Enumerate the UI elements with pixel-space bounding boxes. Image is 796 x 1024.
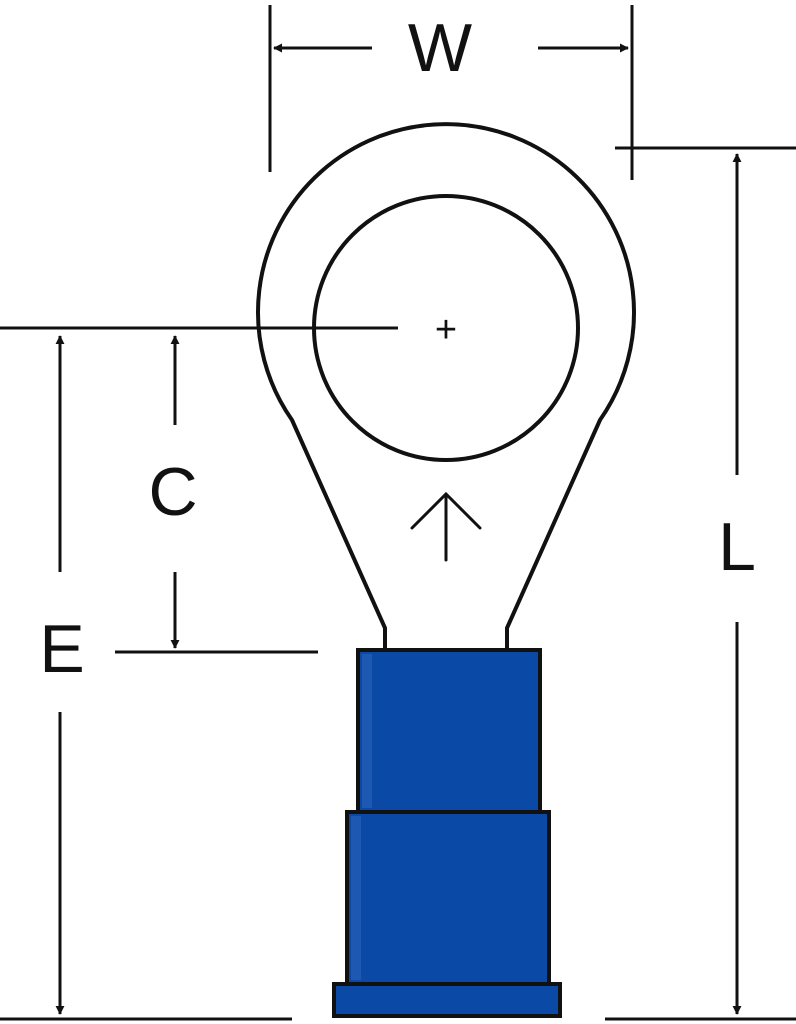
label-e: E — [39, 611, 85, 687]
dimension-c — [115, 335, 318, 654]
label-l: L — [718, 509, 756, 585]
label-w: W — [407, 10, 473, 86]
center-mark: + — [435, 309, 457, 351]
dimension-l — [605, 146, 796, 1021]
dimension-e — [0, 335, 292, 1021]
direction-arrow-icon — [410, 491, 482, 562]
dimension-w — [268, 5, 634, 180]
insulated-barrel — [332, 648, 562, 1018]
label-c: C — [148, 454, 198, 530]
barrel-upper — [356, 648, 542, 814]
barrel-flange — [332, 982, 562, 1018]
barrel-lower — [345, 810, 551, 986]
